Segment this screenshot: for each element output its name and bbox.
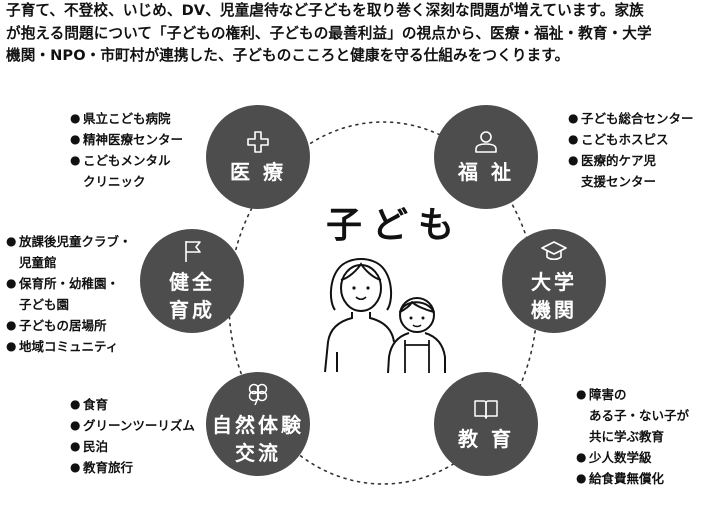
list-item: 障害の — [576, 384, 689, 405]
list-item: 医療的ケア児 — [568, 150, 694, 171]
list-item-continued: 子ども園 — [19, 297, 70, 312]
list-item: 保育所・幼稚園・ — [6, 273, 132, 294]
list-item: 県立こども病院 — [70, 108, 183, 129]
list-item: 放課後児童クラブ・ — [6, 231, 132, 252]
list-item: 食育 — [70, 394, 195, 415]
list-item: 子どもの居場所 — [6, 315, 132, 336]
node-kenzen-label-1: 健全 — [169, 270, 215, 294]
node-daigaku-label-2: 機関 — [531, 298, 577, 322]
intro-line-2: が抱える問題について「子どもの権利、子どもの最善利益」の視点から、医療・福祉・教… — [6, 24, 652, 42]
node-iryo: 医 療 — [206, 105, 310, 209]
list-shizen: 食育 グリーンツーリズム 民泊 教育旅行 — [70, 394, 195, 478]
node-kenzen-label-2: 育成 — [169, 298, 215, 322]
list-item: 給食費無償化 — [576, 468, 689, 489]
node-shizen: 自然体験 交流 — [206, 372, 310, 476]
node-daigaku: 大学 機関 — [502, 229, 606, 333]
children-illustration — [324, 258, 446, 374]
book-icon — [474, 400, 498, 419]
node-daigaku-label-1: 大学 — [531, 270, 577, 294]
intro-text: 子育て、不登校、いじめ、DV、児童虐待など子どもを取り巻く深刻な問題が増えていま… — [6, 0, 718, 68]
intro-line-1: 子育て、不登校、いじめ、DV、児童虐待など子どもを取り巻く深刻な問題が増えていま… — [6, 2, 644, 19]
list-item-continued: 共に学ぶ教育 — [589, 429, 665, 444]
list-item: こどもホスピス — [568, 129, 694, 150]
list-item-continued: ある子・ない子が — [589, 408, 690, 423]
node-iryo-label: 医 療 — [230, 160, 286, 184]
node-kenzen: 健全 育成 — [140, 229, 244, 333]
list-item: 子ども総合センター — [568, 108, 694, 129]
plus-icon — [247, 131, 269, 153]
list-fukushi: 子ども総合センター こどもホスピス 医療的ケア児 支援センター — [568, 108, 694, 192]
list-item: 少人数学級 — [576, 447, 689, 468]
list-item-continued: 児童館 — [19, 255, 57, 270]
person-icon — [475, 131, 497, 153]
intro-line-3: 機関・NPO・市町村が連携した、子どものこころと健康を守る仕組みをつくります。 — [6, 47, 570, 64]
node-kyoiku: 教 育 — [434, 372, 538, 476]
list-item: こどもメンタル — [70, 150, 183, 171]
node-shizen-label-2: 交流 — [235, 441, 281, 465]
list-kenzen: 放課後児童クラブ・ 児童館 保育所・幼稚園・ 子ども園 子どもの居場所 地域コミ… — [6, 231, 132, 357]
node-fukushi: 福 祉 — [434, 105, 538, 209]
clover-icon — [248, 383, 268, 406]
node-fukushi-label: 福 祉 — [458, 160, 514, 184]
center-title: 子ども — [326, 205, 465, 246]
list-item: 精神医療センター — [70, 129, 183, 150]
list-item: 教育旅行 — [70, 457, 195, 478]
list-iryo: 県立こども病院 精神医療センター こどもメンタル クリニック — [70, 108, 183, 192]
flag-icon — [185, 241, 201, 262]
list-item: グリーンツーリズム — [70, 415, 195, 436]
list-item-continued: クリニック — [83, 174, 146, 189]
mortarboard-icon — [541, 241, 567, 261]
node-kyoiku-label: 教 育 — [458, 427, 514, 451]
list-item: 地域コミュニティ — [6, 336, 132, 357]
list-item: 民泊 — [70, 436, 195, 457]
node-shizen-label-1: 自然体験 — [212, 413, 304, 437]
list-kyoiku: 障害の ある子・ない子が 共に学ぶ教育 少人数学級 給食費無償化 — [576, 384, 689, 489]
list-item-continued: 支援センター — [581, 174, 657, 189]
